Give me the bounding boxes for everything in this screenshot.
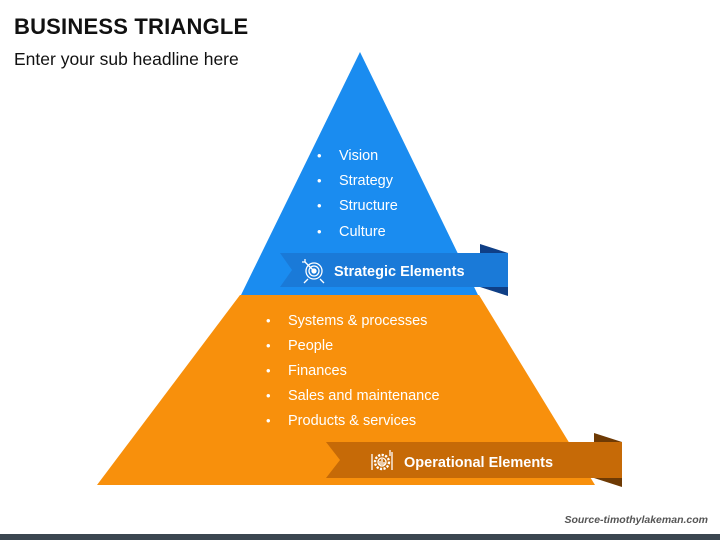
bullet-marker: • [266, 313, 271, 328]
list-item: Vision [339, 148, 378, 164]
list-item: People [288, 338, 333, 354]
list-item: Sales and maintenance [288, 388, 440, 404]
banner-fold-bottom [594, 478, 622, 487]
bullet-marker: • [317, 198, 322, 213]
source-credit: Source-timothylakeman.com [564, 514, 708, 526]
banner-body [280, 253, 508, 287]
list-item: Products & services [288, 413, 416, 429]
operational-banner: Operational Elements [326, 433, 622, 487]
bullet-marker: • [266, 413, 271, 428]
bullet-marker: • [266, 363, 271, 378]
operational-section [97, 295, 595, 485]
bullet-marker: • [317, 224, 322, 239]
banner-fold [480, 244, 508, 253]
gear-chart-icon [371, 450, 393, 471]
banner-fold [594, 433, 622, 442]
strategic-section [241, 52, 478, 295]
page-title: BUSINESS TRIANGLE [14, 14, 249, 39]
operational-items-list: • Systems & processes • People • Finance… [266, 313, 440, 429]
page-subtitle: Enter your sub headline here [14, 49, 239, 69]
strategic-items-list: • Vision • Strategy • Structure • Cultur… [317, 148, 398, 240]
strategic-banner: Strategic Elements [280, 244, 508, 296]
bullet-marker: • [266, 388, 271, 403]
target-icon [302, 259, 325, 284]
bottom-bar [0, 534, 720, 540]
bullet-marker: • [317, 173, 322, 188]
list-item: Structure [339, 198, 398, 214]
list-item: Systems & processes [288, 313, 427, 329]
bullet-marker: • [266, 338, 271, 353]
banner-label: Operational Elements [404, 455, 553, 471]
banner-fold-bottom [480, 287, 508, 296]
banner-label: Strategic Elements [334, 264, 465, 280]
bullet-marker: • [317, 148, 322, 163]
list-item: Strategy [339, 173, 394, 189]
banner-body [326, 442, 622, 478]
list-item: Finances [288, 363, 347, 379]
list-item: Culture [339, 224, 386, 240]
